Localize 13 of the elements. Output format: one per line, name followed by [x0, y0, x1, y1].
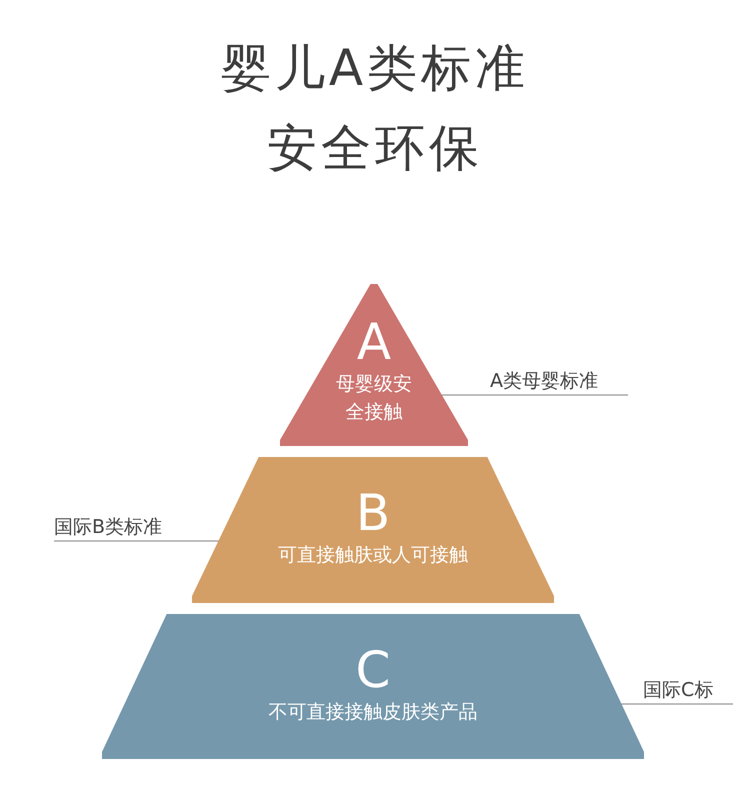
tier-description: 可直接触肤或人可接触 — [278, 543, 468, 568]
pyramid-tier — [192, 457, 554, 603]
standard-label: 国际B类标准 — [54, 514, 194, 541]
tier-letter: B — [356, 485, 390, 541]
standard-label: A类母婴标准 — [490, 368, 628, 395]
tier-letter: A — [356, 314, 392, 370]
tier-description: 不可直接接触皮肤类产品 — [268, 700, 478, 725]
tier-letter: C — [356, 642, 390, 698]
standard-label: 国际C标 — [643, 677, 733, 704]
pyramid-tier — [102, 614, 644, 759]
pyramid-tier — [280, 284, 468, 446]
title: 婴儿A类标准安全环保 — [220, 38, 530, 179]
tier-description: 母婴级安全接触 — [335, 372, 413, 425]
